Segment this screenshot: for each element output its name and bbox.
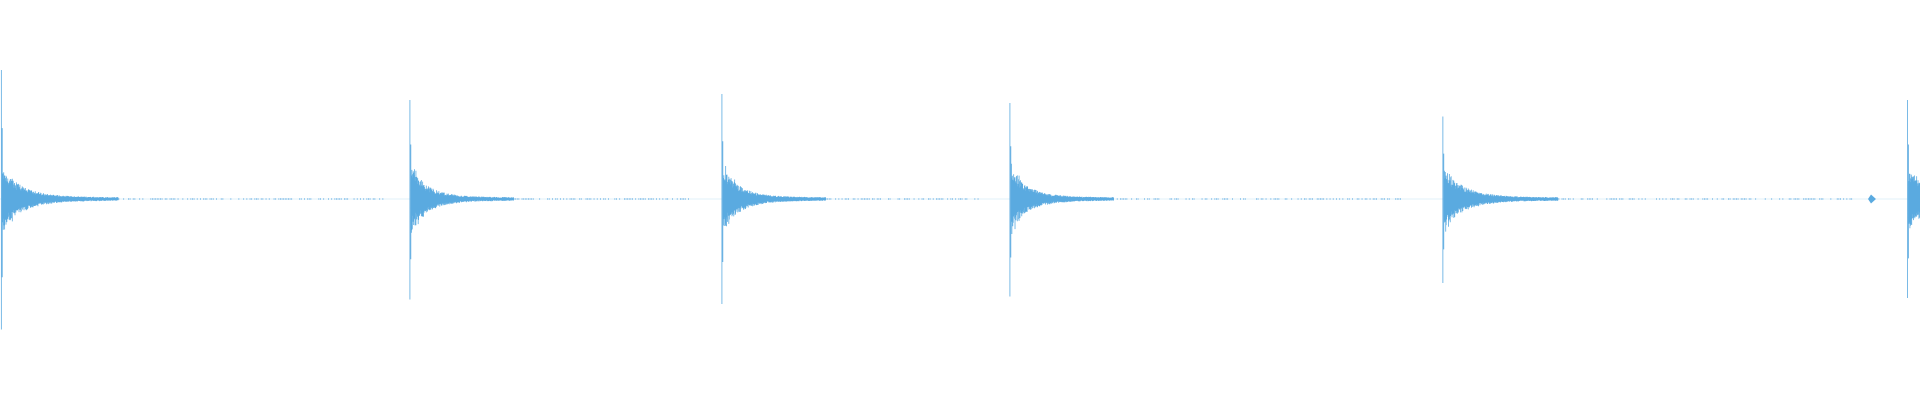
transient-spike xyxy=(721,94,826,304)
transient-spike xyxy=(409,100,514,300)
transient-spike xyxy=(1009,103,1114,297)
transient-spike xyxy=(0,70,119,330)
transient-spike xyxy=(1907,100,1920,298)
small-blips xyxy=(1868,194,1876,204)
transient-spike xyxy=(1442,116,1559,283)
noise-segment xyxy=(78,198,384,200)
small-blip xyxy=(1868,194,1876,204)
transients xyxy=(0,70,1920,330)
noise-segment xyxy=(1075,198,1401,200)
